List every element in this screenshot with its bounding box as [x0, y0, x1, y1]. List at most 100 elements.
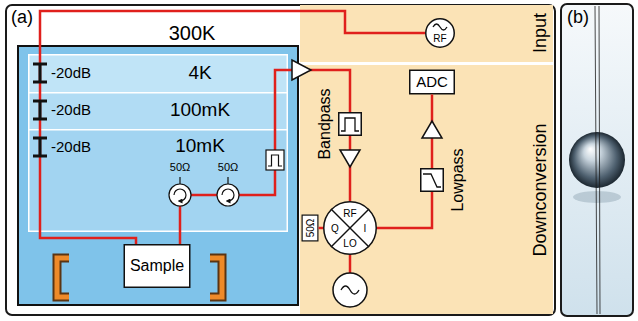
- attenuator-bar: [39, 138, 42, 156]
- stage-region: 10mK: [28, 129, 288, 232]
- attenuator-cap: [33, 155, 47, 158]
- panel-label: Downconversion: [531, 123, 551, 256]
- mixer-symbol-shape: [324, 202, 377, 255]
- circulator: [217, 184, 239, 206]
- box-label: 50Ω: [305, 219, 316, 238]
- downconversion-panel-outline: [300, 65, 553, 314]
- panel-letter: (b): [567, 8, 589, 28]
- magnet: [57, 258, 69, 297]
- stage-region-outline: [29, 55, 288, 232]
- mixer-symbol: RFQILO: [323, 201, 377, 255]
- stage-region: 100mK 10mK: [28, 92, 288, 232]
- circulator-arrow: [174, 189, 186, 201]
- panel-region-shape: [6, 5, 555, 315]
- lowpass-filter-outline: [421, 169, 444, 192]
- panel-region: 300K 4K 100mK 10mK Sample InputRF Downconversi…: [5, 4, 556, 316]
- panel-label: Input: [531, 13, 551, 53]
- magnet: [210, 258, 222, 297]
- attenuator-cap: [33, 118, 47, 121]
- attenuation-label: -20dB: [51, 102, 91, 119]
- termination-box: 50Ω: [302, 215, 319, 242]
- connector-group: [40, 11, 432, 244]
- mixer-symbol-outline: [324, 202, 377, 255]
- input-panel: InputRF: [300, 5, 553, 62]
- termination-label: 50Ω: [170, 161, 190, 173]
- attenuator-cap: [33, 100, 47, 103]
- filter-label: Lowpass: [449, 148, 467, 211]
- cold-filter: [266, 150, 284, 170]
- cryostat: [18, 46, 298, 305]
- termination-wire: [227, 177, 228, 184]
- bandpass-filter-outline: [339, 113, 362, 136]
- attenuator-cap: [33, 137, 47, 140]
- amplifier: [340, 150, 360, 167]
- lowpass-icon: [423, 174, 441, 187]
- adc-box-outline: [410, 70, 455, 94]
- downconversion-panel-shape: [300, 65, 553, 314]
- magnet: [57, 258, 69, 297]
- port-label: RF: [343, 208, 356, 219]
- magnet: [210, 258, 222, 297]
- lowpass-filter: Lowpass: [420, 168, 444, 192]
- stage-region-outline: [29, 93, 288, 232]
- sphere-shadow: [573, 191, 621, 203]
- attenuator-symbol: [33, 101, 47, 119]
- stage-region-shape: [29, 130, 288, 232]
- rf-source: RF: [425, 18, 455, 48]
- box-label: Sample: [130, 257, 184, 275]
- termination-box-shape: [302, 215, 318, 241]
- bandpass-filter: Bandpass: [338, 112, 362, 136]
- temperature-label: 300K: [169, 22, 216, 44]
- attenuator-bar: [39, 64, 42, 82]
- sine-icon: [341, 286, 359, 294]
- stage-label: 10mK: [175, 136, 225, 157]
- termination-box-outline: [302, 215, 318, 241]
- attenuator-bar: [39, 101, 42, 119]
- sample-box-outline: [124, 245, 190, 288]
- fiber: [595, 6, 597, 314]
- rf-source-shape: [426, 19, 455, 48]
- circulator-arrow: [222, 189, 234, 201]
- panel-region-outline: [6, 5, 555, 315]
- attenuator-cap: [33, 63, 47, 66]
- lo-source: [333, 273, 367, 307]
- stage-label: 4K: [188, 63, 211, 84]
- amplifier: [422, 121, 442, 138]
- termination-wire: [179, 177, 180, 184]
- input-panel-shape: [300, 5, 553, 62]
- signal-wire: [349, 136, 352, 201]
- stage-label: 100mK: [170, 100, 230, 121]
- adc-box: ADC: [409, 70, 455, 95]
- sphere: [569, 132, 625, 188]
- sample-box-shape: [124, 245, 190, 288]
- port-label: Q: [331, 223, 339, 234]
- stage-region: 4K 100mK 10mK: [28, 54, 288, 232]
- fiber: [599, 6, 600, 314]
- attenuator-symbol: [33, 64, 47, 82]
- attenuator-cap: [33, 81, 47, 84]
- circulator: [169, 184, 191, 206]
- panel-letter: (a): [11, 8, 33, 28]
- lo-wire: [349, 255, 352, 273]
- signal-wire: [40, 11, 425, 244]
- source-label: RF: [433, 33, 446, 44]
- signal-wire: [319, 227, 324, 230]
- stage-region-outline: [29, 130, 288, 232]
- sample-box: Sample: [124, 244, 191, 288]
- bandpass-icon: [268, 155, 282, 166]
- sine-icon: [433, 24, 447, 30]
- downconversion-panel: DownconversionBandpassRFQILO50ΩLowpassAD…: [300, 65, 553, 314]
- stage-region-shape: [29, 55, 288, 232]
- attenuator-symbol: [33, 138, 47, 156]
- bandpass-icon: [341, 118, 359, 131]
- box-label: ADC: [416, 74, 448, 91]
- amplifier: [292, 60, 311, 80]
- attenuation-label: -20dB: [51, 65, 91, 82]
- signal-wire: [377, 192, 432, 228]
- port-label: I: [364, 223, 367, 234]
- adc-box-shape: [410, 70, 455, 94]
- filter-label: Bandpass: [316, 88, 334, 159]
- attenuation-label: -20dB: [51, 139, 91, 156]
- stage-region-shape: [29, 93, 288, 232]
